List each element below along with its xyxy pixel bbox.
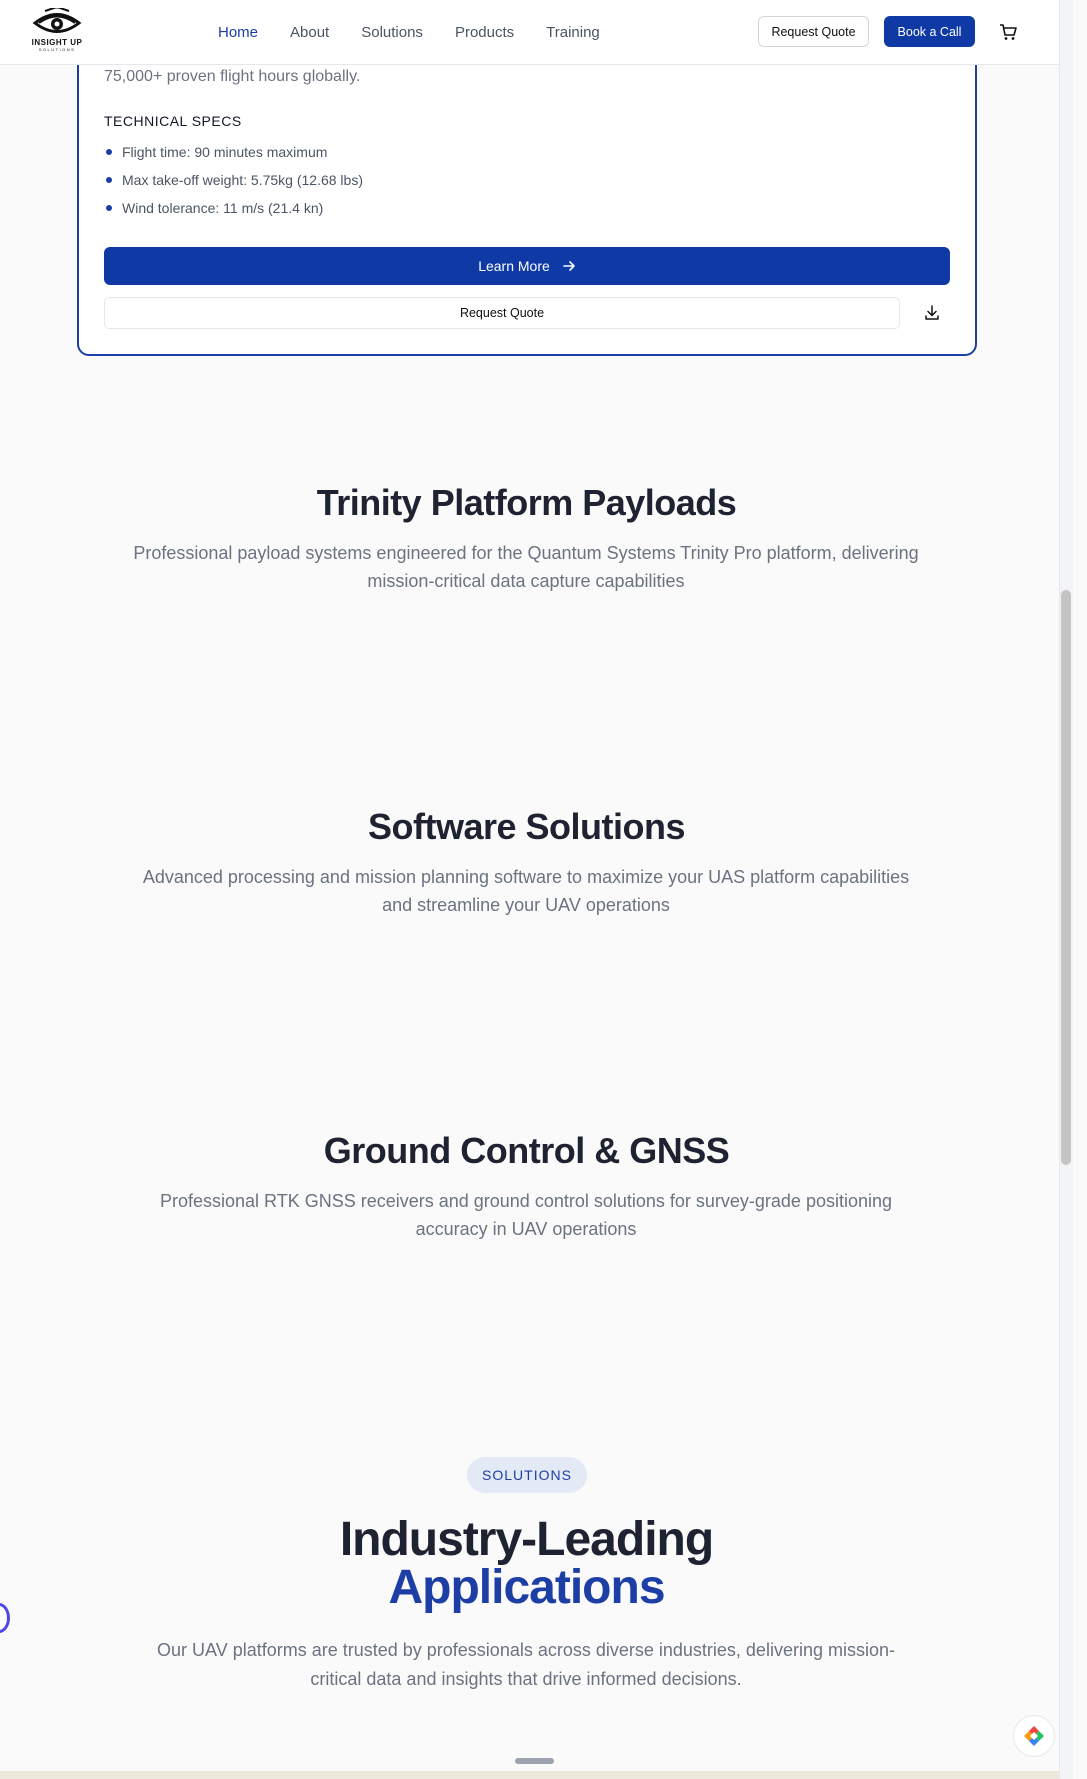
learn-more-button[interactable]: Learn More [104, 247, 950, 285]
section-desc-software: Advanced processing and mission planning… [142, 867, 910, 915]
spec-item: Wind tolerance: 11 m/s (21.4 kn) [104, 198, 363, 226]
arrow-right-icon [562, 261, 575, 271]
specs-heading: TECHNICAL SPECS [104, 113, 242, 129]
product-description: 75,000+ proven flight hours globally. [104, 68, 361, 85]
applications-description: Our UAV platforms are trusted by profess… [157, 1640, 895, 1689]
download-icon[interactable] [923, 304, 941, 322]
section-title-gnss: Ground Control & GNSS [323, 1130, 730, 1171]
request-quote-button[interactable]: Request Quote [758, 16, 869, 47]
nav-about[interactable]: About [290, 24, 330, 41]
spec-item: Max take-off weight: 5.75kg (12.68 lbs) [104, 170, 363, 198]
nav-training[interactable]: Training [546, 24, 600, 41]
book-call-button[interactable]: Book a Call [884, 16, 975, 47]
product-card: 75,000+ proven flight hours globally. TE… [77, 20, 977, 356]
nav-solutions[interactable]: Solutions [361, 24, 423, 41]
section-title-software: Software Solutions [367, 806, 686, 847]
applications-title-line1: Industry-Leading [339, 1513, 714, 1566]
section-title-payloads: Trinity Platform Payloads [316, 482, 737, 523]
spec-item: Flight time: 90 minutes maximum [104, 142, 363, 170]
drag-handle[interactable] [515, 1758, 554, 1764]
scrollbar-thumb[interactable] [1061, 590, 1071, 1165]
nav-home[interactable]: Home [218, 24, 259, 41]
logo-text: INSIGHT UP [31, 38, 83, 47]
cart-icon[interactable] [998, 22, 1018, 42]
eye-logo-icon [32, 8, 82, 33]
help-widget-button[interactable] [1013, 1715, 1055, 1757]
solutions-badge: SOLUTIONS [467, 1457, 587, 1493]
colorful-diamond-icon [1024, 1726, 1044, 1746]
site-header: INSIGHT UP SOLUTIONS Home About Solution… [0, 0, 1059, 65]
applications-title-line2: Applications [388, 1561, 665, 1614]
section-desc-payloads: Professional payload systems engineered … [133, 543, 919, 591]
section-desc-gnss: Professional RTK GNSS receivers and grou… [159, 1191, 893, 1239]
nav-products[interactable]: Products [454, 24, 515, 41]
specs-list: Flight time: 90 minutes maximum Max take… [104, 142, 363, 226]
logo[interactable]: INSIGHT UP SOLUTIONS [24, 8, 90, 56]
card-request-quote-button[interactable]: Request Quote [104, 297, 900, 329]
learn-more-label: Learn More [478, 258, 550, 274]
main-nav: Home About Solutions Products Training [218, 0, 632, 65]
bottom-edge [0, 1771, 1059, 1779]
logo-subtext: SOLUTIONS [38, 47, 76, 52]
